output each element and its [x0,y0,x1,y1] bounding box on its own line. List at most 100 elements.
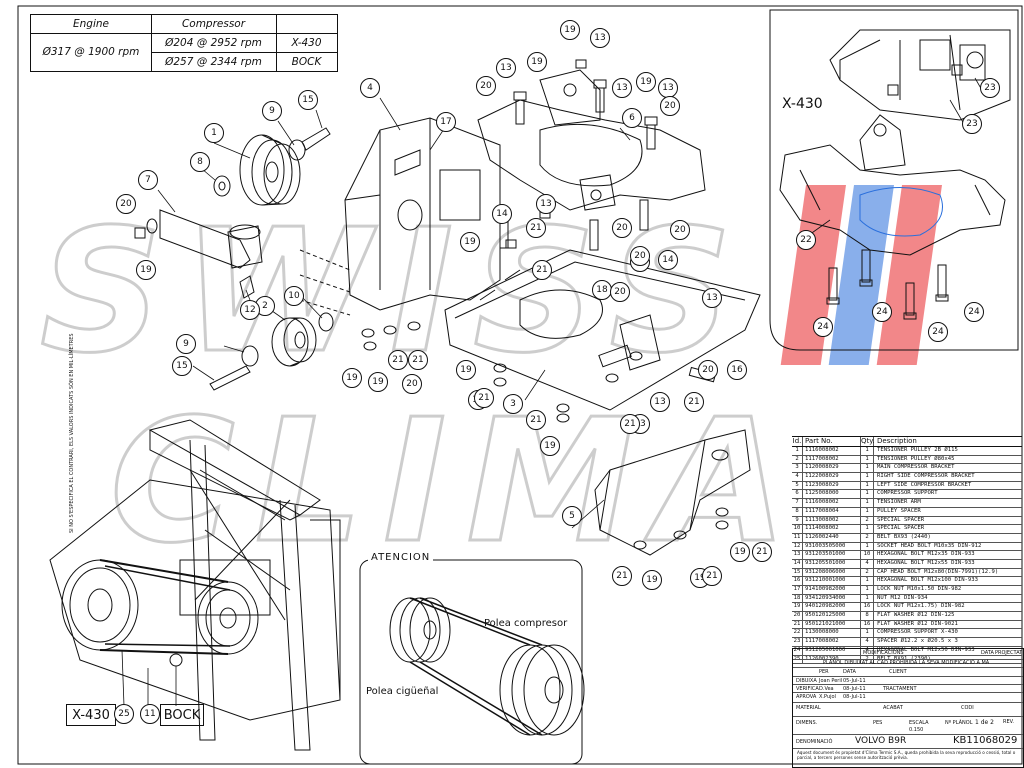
callout-bubble: 22 [796,230,816,250]
parts-cell-qty: 1 [861,473,874,481]
atencion-title: ATENCION [368,552,434,563]
tb-tractament: TRACTAMENT [883,686,917,692]
inset-compressor [829,29,1011,121]
parts-cell-id: 10 [792,525,803,533]
callout-bubble: 19 [540,436,560,456]
tb-drawing-number: KB11068029 [953,735,1018,746]
callout-bubble: 13 [650,392,670,412]
callout-bubble: 20 [402,374,422,394]
col-id: Id. [792,437,803,446]
callout-bubble: 19 [642,570,662,590]
parts-cell-desc: HEXAGONAL BOLT M12x35 DIN-933 [877,551,975,558]
callout-bubble: 13 [536,194,556,214]
tb-pes: PES [873,720,883,726]
callout-bubble: 13 [658,78,678,98]
parts-cell-part: 1113008002 [803,516,861,525]
compressor-value-2: Ø257 @ 2344 rpm [165,55,262,68]
callout-bubble: 16 [727,360,747,380]
parts-cell-part: 1126002440 [803,533,861,542]
engine-header: Engine [73,18,109,30]
callout-bubble: 13 [590,28,610,48]
assembly-leaders [121,649,177,707]
callout-bubble: 21 [526,410,546,430]
callout-bubble: 21 [612,566,632,586]
callout-bubble: 9 [262,101,282,121]
parts-cell-part: 934120934000 [803,594,861,603]
parts-cell-desc: TENSIONER PULLEY Ø80x45 [877,455,955,462]
main-bracket-3 [444,249,761,411]
tb-footer: Aquest document és propietat d'Clima Ter… [797,750,1016,760]
compressor-model-2: BOCK [291,55,322,68]
parts-cell-desc: FLAT WASHER Ø12 DIN-125 [877,612,955,619]
pulley-2 [271,317,317,367]
callout-bubble: 19 [560,20,580,40]
inset-bolts [826,64,963,320]
parts-cell-qty: 1 [861,577,874,585]
engine-compressor-table: Engine Compressor Ø317 @ 1900 rpm Ø204 @… [30,14,338,72]
parts-cell-desc: LOCK NUT M12x1.75) DIN-982 [877,603,965,610]
tb-aprova-date: 08-Jul-11 [843,694,866,700]
parts-cell-part: 950120125000 [803,612,861,620]
watermark: SWISS CLIMA [39,192,789,583]
parts-cell-id: 2 [792,455,803,464]
tb-material: MATERIAL [796,705,821,711]
tb-aprova: APROVA [796,694,817,700]
pulley-1 [239,134,301,206]
parts-cell-id: 21 [792,620,803,629]
callout-bubble: 19 [368,372,388,392]
parts-cell-qty: 1 [861,594,874,603]
callout-bubble: 21 [532,260,552,280]
parts-cell-id: 15 [792,568,803,577]
parts-cell-desc: SPECIAL SPACER [877,516,925,523]
parts-cell-part: 1116008002 [803,447,861,455]
compressor-value-1: Ø204 @ 2952 rpm [165,36,262,49]
parts-cell-id: 11 [792,533,803,542]
tb-denominacio: DENOMINACIÓ [796,739,833,745]
callout-bubble: 13 [612,78,632,98]
parts-cell-qty: 1 [861,499,874,507]
tb-escala-value: 0.150 [909,727,924,733]
label-x430: X-430 [66,704,116,726]
spacers-bolts-left [134,127,334,391]
parts-cell-part: 1116008002 [803,499,861,507]
assembly-pulleys [61,559,271,667]
parts-cell-part: 1117008004 [803,507,861,516]
callout-bubble: 21 [526,218,546,238]
tb-escala: ESCALA [909,720,929,726]
side-note: SI NO S'ESPECIFICA EL CONTRARI, ELS VALO… [69,333,75,533]
callout-bubble: 23 [962,114,982,134]
tb-client: CLIENT [889,669,907,675]
parts-cell-qty: 16 [861,603,874,612]
parts-cell-part: 1125008000 [803,490,861,499]
callout-bubble: 24 [872,302,892,322]
parts-cell-part: 1117008002 [803,455,861,464]
callout-bubble: 9 [176,334,196,354]
parts-cell-id: 20 [792,612,803,620]
callout-bubble: 19 [342,368,362,388]
callout-bubble: 21 [702,566,722,586]
callout-bubble: 13 [702,288,722,308]
parts-cell-qty: 8 [861,612,874,620]
tb-verifica-name: D.Vea [819,686,834,692]
parts-cell-desc: MAIN COMPRESSOR BRACKET [877,464,955,471]
callout-bubble: 24 [964,302,984,322]
parts-cell-desc: TENSIONER PULLEY 2B Ø115 [877,447,958,453]
callout-bubble: 3 [503,394,523,414]
